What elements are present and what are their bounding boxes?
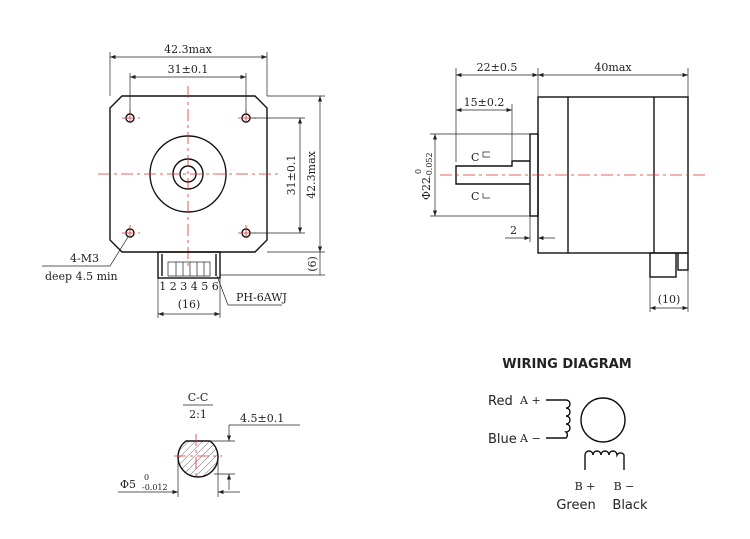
shaft (455, 160, 530, 185)
motor-face (109, 95, 268, 253)
wire-red: Red (488, 394, 513, 409)
hole-spacing-v-label: 31±0.1 (285, 155, 298, 196)
connector-depth-label: (10) (658, 293, 681, 306)
wiring-diagram: WIRING DIAGRAM Red A + Blue A − B + B − … (488, 357, 648, 513)
coil-a (546, 399, 571, 439)
terminal-b-minus: B − (614, 480, 635, 493)
terminal-b-plus: B + (575, 480, 596, 493)
shaft-dia-label: Φ5 (120, 478, 136, 491)
wire-blue: Blue (488, 432, 517, 447)
shaft-tol-lower: -0.012 (142, 483, 168, 492)
wire-green: Green (556, 498, 595, 513)
front-view: 42.3max 31±0.1 31±0.1 42.3max (6) 4-M3 d… (42, 43, 325, 318)
shaft-length-label: 22±0.5 (477, 61, 518, 74)
connector-offset-label: (6) (306, 256, 319, 272)
shaft-section (177, 440, 219, 478)
rotor-circle (580, 397, 626, 443)
section-scale: 2:1 (189, 408, 207, 421)
flat-dim-label: 4.5±0.1 (240, 412, 284, 425)
flat-length-label: 15±0.2 (464, 96, 505, 109)
section-title: C-C (188, 391, 209, 404)
coil-b (584, 450, 625, 470)
flange-thickness-label: 2 (510, 224, 517, 237)
shaft-tol-upper: 0 (144, 473, 149, 482)
flange-tol-upper: 0 (414, 169, 423, 174)
hole-spacing-h-label: 31±0.1 (168, 63, 209, 76)
connector (157, 251, 221, 279)
wire-black: Black (612, 498, 648, 513)
center-lines (98, 86, 282, 266)
flange-dia-label: Φ22 (420, 177, 433, 200)
wiring-title: WIRING DIAGRAM (502, 357, 631, 372)
holes-depth-label: deep 4.5 min (45, 270, 118, 283)
terminal-a-plus: A + (519, 394, 541, 407)
side-view: 22±0.5 40max 15±0.2 Φ22 0 -0.052 2 C C (… (414, 61, 705, 312)
connector-width-label: (16) (178, 298, 201, 311)
section-view: C-C 2:1 4.5±0.1 Φ5 0 -0.012 (118, 391, 300, 497)
pin-numbers: 1 2 3 4 5 6 (159, 280, 218, 293)
terminal-a-minus: A − (519, 432, 541, 445)
height-max-label: 42.3max (305, 150, 318, 198)
holes-label: 4-M3 (70, 252, 99, 265)
width-max-label: 42.3max (164, 43, 212, 56)
section-mark-top: C (471, 151, 479, 164)
section-mark-bottom: C (471, 190, 479, 203)
connector-type-label: PH-6AWJ (236, 291, 287, 304)
body-length-label: 40max (594, 61, 632, 74)
flange-tol-lower: -0.052 (425, 152, 434, 178)
